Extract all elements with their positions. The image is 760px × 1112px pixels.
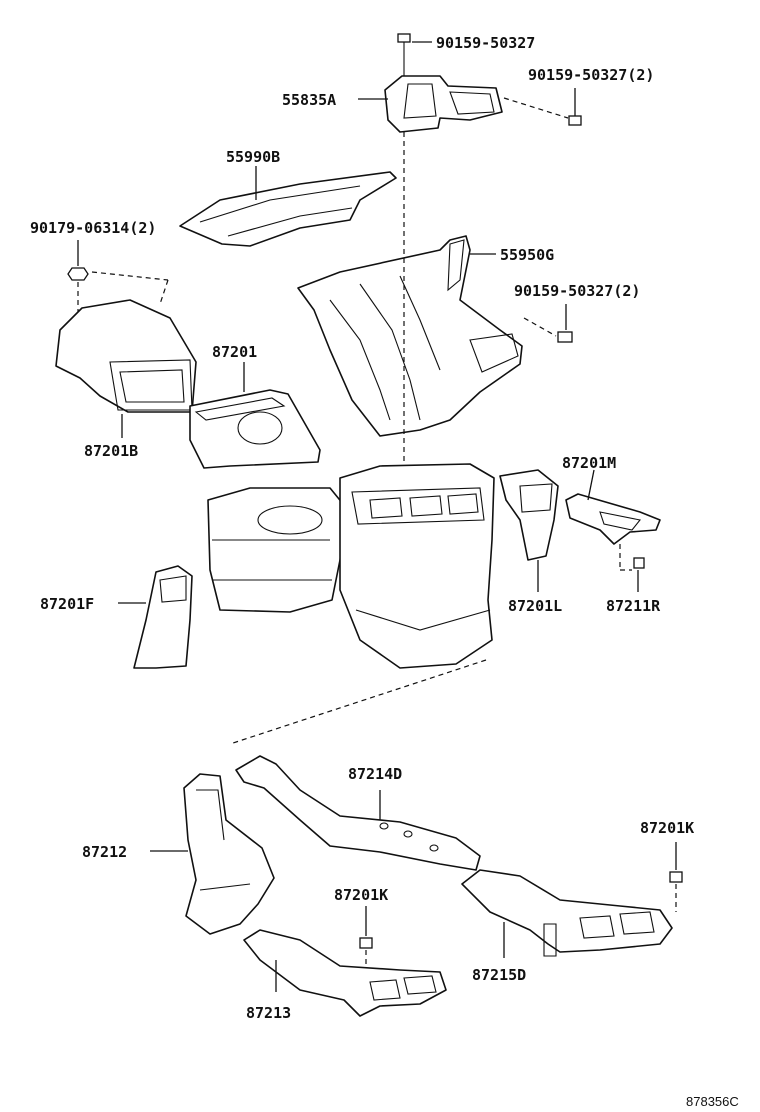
duct-55990b bbox=[179, 171, 397, 247]
label-screw-87201k-mid: 87201K bbox=[334, 886, 388, 904]
nut-icon bbox=[67, 267, 89, 281]
label-screw-87211r: 87211R bbox=[606, 597, 661, 615]
label-duct-87214d: 87214D bbox=[348, 765, 402, 783]
blower-unit bbox=[207, 487, 349, 613]
label-duct-87201l: 87201L bbox=[508, 597, 562, 615]
label-duct-87213: 87213 bbox=[246, 1004, 291, 1022]
label-duct-87215d: 87215D bbox=[472, 966, 526, 984]
label-screw-87201k-right: 87201K bbox=[640, 819, 694, 837]
duct-87201m bbox=[565, 493, 661, 545]
duct-87201 bbox=[189, 389, 321, 469]
bolt-top-right-icon bbox=[568, 115, 582, 126]
duct-87215d bbox=[461, 869, 673, 957]
reference-code: 878356C bbox=[686, 1094, 739, 1109]
label-duct-87201: 87201 bbox=[212, 343, 257, 361]
label-duct-55835a: 55835A bbox=[282, 91, 336, 109]
bolt-mid-right-icon bbox=[557, 331, 573, 343]
duct-87213 bbox=[243, 929, 447, 1017]
duct-87214d bbox=[235, 755, 481, 871]
duct-55835a bbox=[384, 58, 503, 133]
label-duct-87201f: 87201F bbox=[40, 595, 94, 613]
label-duct-87201m: 87201M bbox=[562, 454, 616, 472]
label-duct-87212: 87212 bbox=[82, 843, 127, 861]
screw-87201k-right-icon bbox=[669, 871, 683, 883]
label-duct-55950g: 55950G bbox=[500, 246, 554, 264]
heater-core-unit bbox=[339, 463, 495, 669]
label-bolt-mid-right: 90159-50327(2) bbox=[514, 282, 640, 300]
duct-87201l bbox=[499, 469, 559, 561]
label-duct-55990b: 55990B bbox=[226, 148, 280, 166]
screw-87211r-icon bbox=[633, 557, 645, 569]
label-bolt-top-right: 90159-50327(2) bbox=[528, 66, 654, 84]
screw-87201k-mid-icon bbox=[359, 937, 373, 949]
duct-87201f bbox=[133, 565, 193, 669]
label-duct-87201b: 87201B bbox=[84, 442, 138, 460]
bolt-top-icon bbox=[397, 33, 411, 58]
duct-87212 bbox=[183, 773, 275, 935]
label-nut-90179: 90179-06314(2) bbox=[30, 219, 156, 237]
duct-55950g bbox=[297, 235, 523, 437]
duct-87201b bbox=[55, 299, 197, 413]
label-bolt-top: 90159-50327 bbox=[436, 34, 535, 52]
